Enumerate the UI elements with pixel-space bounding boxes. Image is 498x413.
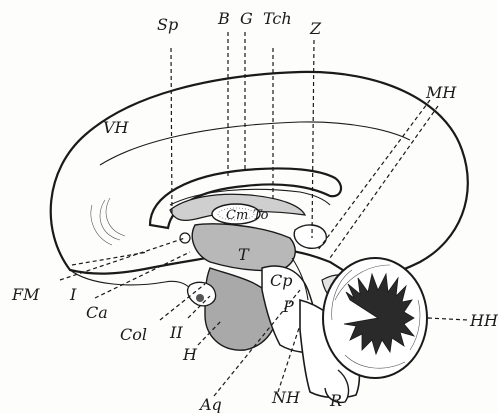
anterior-commissure [180, 233, 190, 243]
label-G: G [240, 9, 253, 28]
label-VH: VH [103, 118, 130, 137]
pituitary-bulb [196, 294, 204, 302]
label-Z: Z [309, 19, 322, 38]
label-HH: HH [469, 311, 498, 330]
label-NH: NH [271, 388, 301, 407]
optic-chiasm [188, 282, 216, 305]
label-R: R [329, 391, 342, 410]
cerebellum [323, 258, 427, 378]
pineal-region [294, 225, 326, 248]
label-Sp: Sp [157, 15, 178, 34]
label-P: P [282, 297, 294, 316]
label-I: I [69, 285, 77, 304]
label-H: H [182, 345, 198, 364]
label-Ca: Ca [86, 303, 108, 322]
label-II: II [169, 323, 183, 342]
label-B: B [217, 9, 230, 28]
lateral-ventricle-curve [100, 122, 410, 165]
ventricle-hatching [91, 198, 125, 245]
label-MH: MH [425, 83, 457, 102]
label-Tch: Tch [263, 9, 292, 28]
label-T: T [238, 245, 250, 264]
label-Cp: Cp [270, 271, 292, 290]
label-Aq: Aq [198, 395, 222, 413]
label-To: To [253, 208, 269, 223]
label-Cm: Cm [226, 208, 248, 223]
label-FM: FM [11, 285, 40, 304]
label-Col: Col [120, 325, 147, 344]
